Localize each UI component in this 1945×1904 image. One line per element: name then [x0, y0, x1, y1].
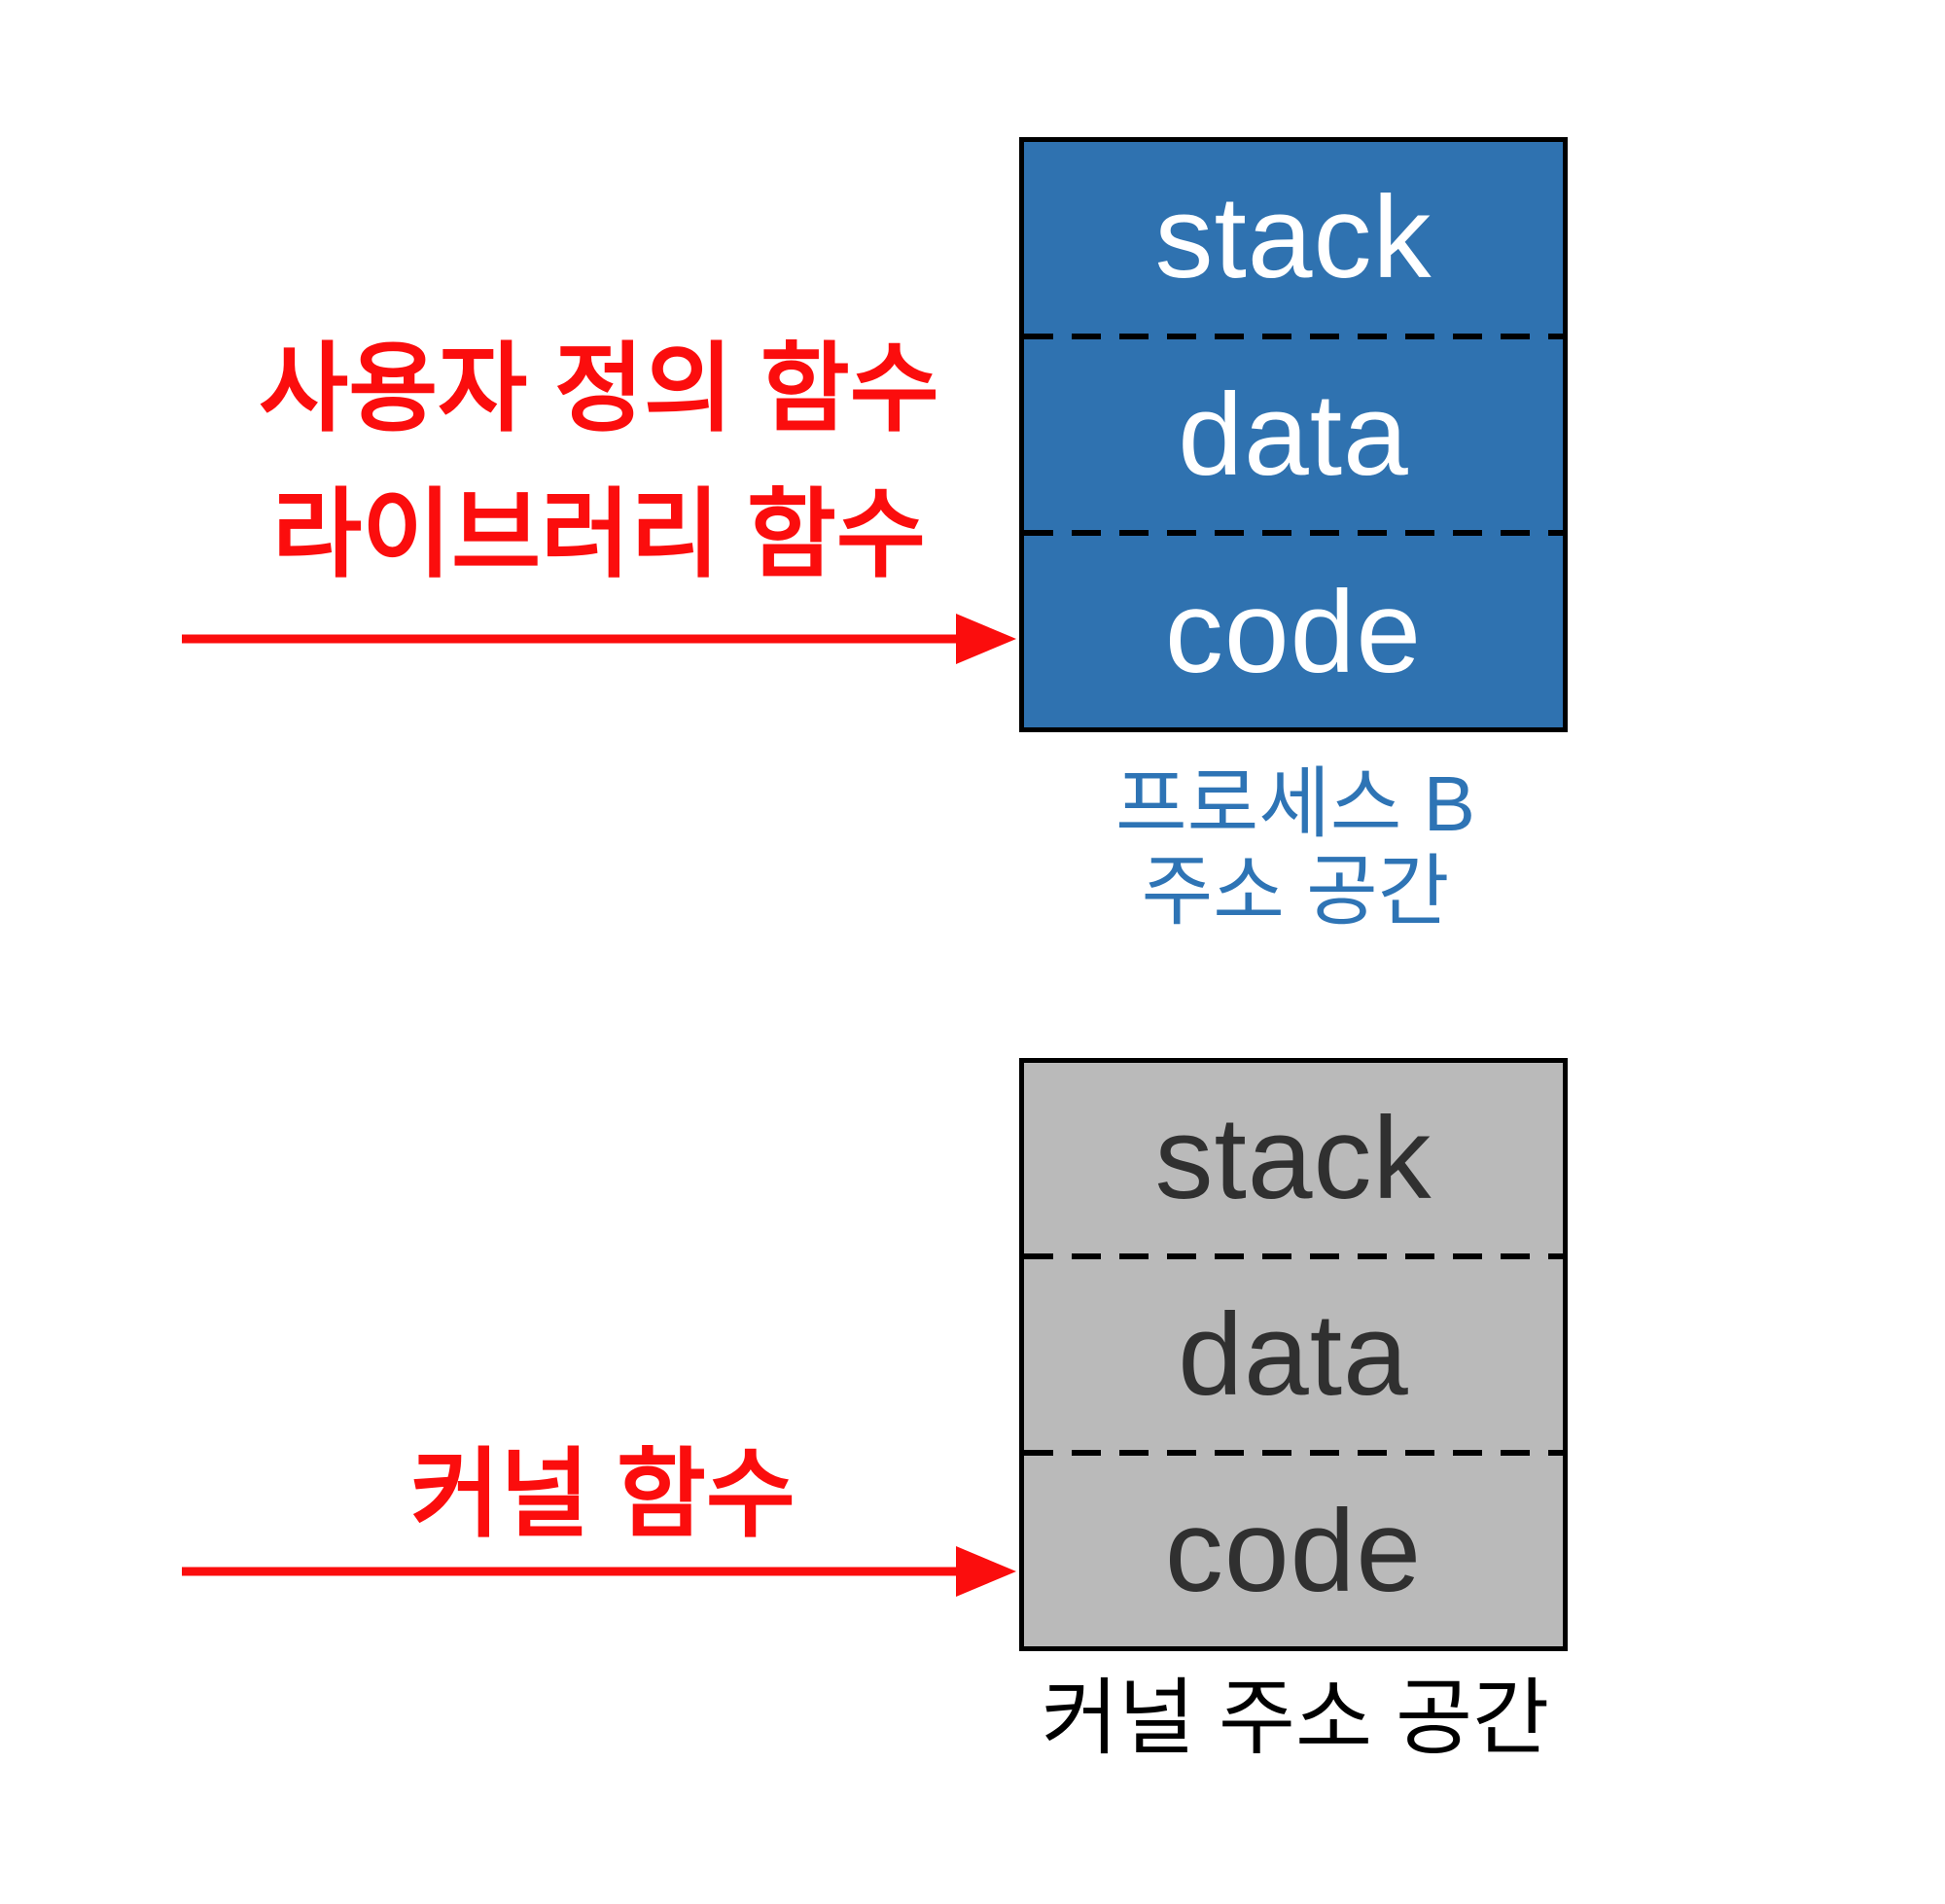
- dashed-divider: [1024, 333, 1563, 339]
- kernel-box-sections: stack data code: [1024, 1063, 1563, 1646]
- kernel-address-space-box: stack data code: [1019, 1058, 1568, 1651]
- dashed-divider: [1024, 1450, 1563, 1456]
- user-defined-function-label: 사용자 정의 함수: [259, 335, 939, 443]
- process-section-data: data: [1178, 370, 1409, 500]
- kernel-section-data: data: [1178, 1289, 1409, 1420]
- process-address-space-caption: 프로세스 B 주소 공간: [1115, 760, 1475, 934]
- process-caption-line1: 프로세스 B: [1115, 760, 1475, 847]
- kernel-address-space-caption: 커널 주소 공간: [1041, 1672, 1550, 1765]
- process-caption-line2: 주소 공간: [1141, 847, 1450, 934]
- arrowhead-icon: [956, 1546, 1016, 1597]
- process-section-stack: stack: [1154, 172, 1432, 303]
- process-box-sections: stack data code: [1024, 142, 1563, 727]
- arrow-to-process-code: [182, 614, 1016, 664]
- process-address-space-box: stack data code: [1019, 137, 1568, 732]
- library-function-label: 라이브러리 함수: [272, 480, 926, 589]
- process-section-code: code: [1164, 566, 1423, 697]
- kernel-section-code: code: [1164, 1486, 1423, 1616]
- dashed-divider: [1024, 530, 1563, 537]
- arrow-to-kernel-code: [182, 1546, 1016, 1597]
- kernel-section-stack: stack: [1154, 1093, 1432, 1223]
- kernel-function-label: 커널 함수: [410, 1440, 796, 1549]
- arrowhead-icon: [956, 614, 1016, 664]
- dashed-divider: [1024, 1253, 1563, 1259]
